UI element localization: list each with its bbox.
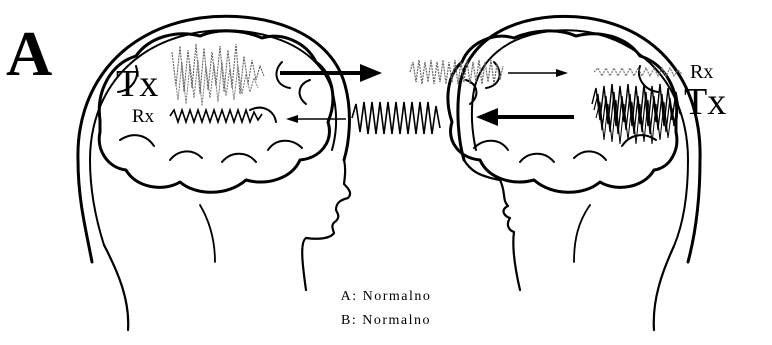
left-tx-label: Tx: [116, 63, 158, 105]
left-brain-fold: [222, 154, 256, 162]
right-brain-fold: [474, 141, 508, 150]
right-neck-inner: [574, 205, 590, 262]
left-tx-signal: [172, 44, 264, 94]
center-outgoing-signal: [410, 60, 503, 84]
left-rx-label: Rx: [132, 106, 155, 127]
left-neck-inner: [200, 205, 215, 262]
arrow-right-to-center: [476, 108, 574, 126]
left-brain-fold: [268, 141, 302, 150]
right-brain-fold: [520, 154, 554, 162]
right-tx-label: Tx: [684, 81, 726, 123]
center-incoming-signal: [352, 102, 440, 134]
right-rx-label: Rx: [690, 61, 713, 83]
arrow-center-to-right: [508, 69, 568, 77]
arrow-left-to-center: [280, 64, 382, 82]
caption-line-1: A: Normalno: [0, 289, 772, 305]
left-rx-signal: [170, 110, 262, 122]
left-face-profile: [302, 160, 350, 290]
right-brain-fold: [574, 151, 606, 160]
left-brain-fold: [300, 80, 310, 104]
left-brain-fold: [120, 135, 154, 146]
right-face-profile: [464, 160, 520, 290]
caption-line-2: B: Normalno: [0, 313, 772, 329]
left-brain-fold: [250, 108, 276, 122]
left-brain-fold: [170, 151, 202, 160]
